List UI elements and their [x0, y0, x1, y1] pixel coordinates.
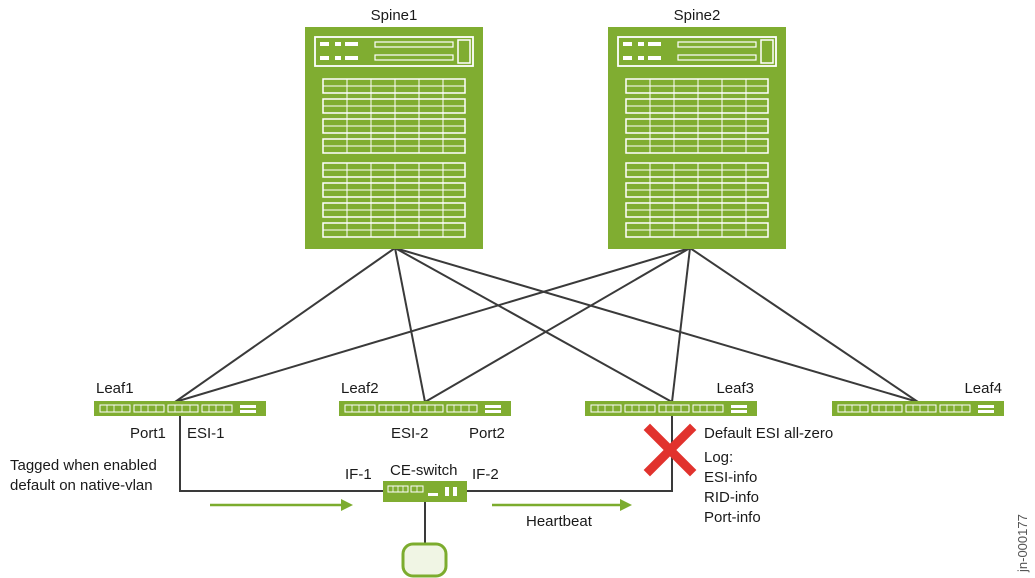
leaf2-device [339, 401, 511, 416]
link-spine1-leaf3 [394, 247, 673, 403]
spine2-label: Spine2 [674, 7, 721, 24]
link-spine1-leaf2 [394, 247, 426, 403]
leaf2-label: Leaf2 [341, 380, 379, 397]
default-esi-label: Default ESI all-zero [704, 425, 833, 442]
spine1-label: Spine1 [371, 7, 418, 24]
heartbeat-arrow [492, 499, 632, 511]
leaf4-label: Leaf4 [964, 380, 1002, 397]
log-item-port: Port-info [704, 509, 761, 526]
esi2-label: ESI-2 [391, 425, 429, 442]
link-leaf1-ce-switch [179, 416, 383, 492]
log-item-esi: ESI-info [704, 469, 757, 486]
leaf1-label: Leaf1 [96, 380, 134, 397]
tagged-note-line1: Tagged when enabled [10, 457, 157, 474]
link-spine2-leaf2 [424, 247, 691, 403]
if1-label: IF-1 [345, 466, 372, 483]
link-spine1-leaf4 [394, 247, 919, 403]
ce-switch-label: CE-switch [390, 462, 458, 479]
if2-label: IF-2 [472, 466, 499, 483]
endpoint-device [401, 542, 448, 578]
port1-label: Port1 [130, 425, 166, 442]
port2-label: Port2 [469, 425, 505, 442]
esi1-label: ESI-1 [187, 425, 225, 442]
tagged-note-line2: default on native-vlan [10, 477, 153, 494]
leaf3-device [585, 401, 757, 416]
ce-switch-device [383, 481, 467, 502]
x-mark-icon [643, 423, 697, 477]
spine1-device [305, 27, 483, 249]
link-ce-switch-leaf3 [467, 416, 673, 492]
leaf3-label: Leaf3 [716, 380, 754, 397]
figure-id: jn-000177 [1015, 514, 1030, 573]
link-spine1-leaf1 [174, 247, 396, 403]
access-links [179, 416, 673, 544]
fabric-links [174, 247, 919, 403]
link-spine2-leaf3 [671, 247, 691, 403]
spine2-device [608, 27, 786, 249]
log-title: Log: [704, 449, 733, 466]
link-spine2-leaf4 [689, 247, 919, 403]
leaf1-device [94, 401, 266, 416]
leaf4-device [832, 401, 1004, 416]
log-item-rid: RID-info [704, 489, 759, 506]
link-spine2-leaf1 [174, 247, 691, 403]
heartbeat-label: Heartbeat [526, 513, 593, 530]
traffic-arrow-left [210, 499, 353, 511]
